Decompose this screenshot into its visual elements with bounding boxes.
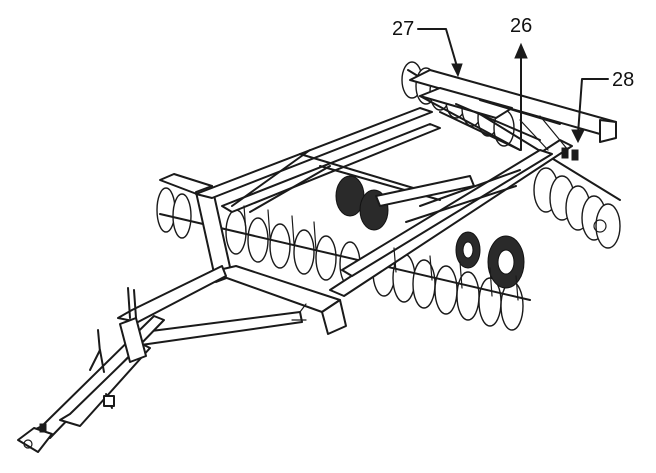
callout-28: 28 <box>571 69 634 144</box>
transport-wheels <box>335 175 525 289</box>
callout-28-arrowhead <box>571 129 585 144</box>
callout-27-arrowhead <box>451 63 463 78</box>
hitch-tongue <box>17 265 307 453</box>
callout-27-label: 27 <box>392 18 414 40</box>
callout-26-arrowhead <box>514 42 528 59</box>
callout-26: 26 <box>510 15 532 151</box>
main-frame <box>159 69 617 335</box>
callout-27: 27 <box>392 18 463 78</box>
callout-26-label: 26 <box>510 15 532 37</box>
callout-28-leader <box>577 78 609 135</box>
callout-28-label: 28 <box>612 69 634 91</box>
callout-27-leader <box>417 28 459 71</box>
rear-gang-discs-right <box>533 167 621 249</box>
